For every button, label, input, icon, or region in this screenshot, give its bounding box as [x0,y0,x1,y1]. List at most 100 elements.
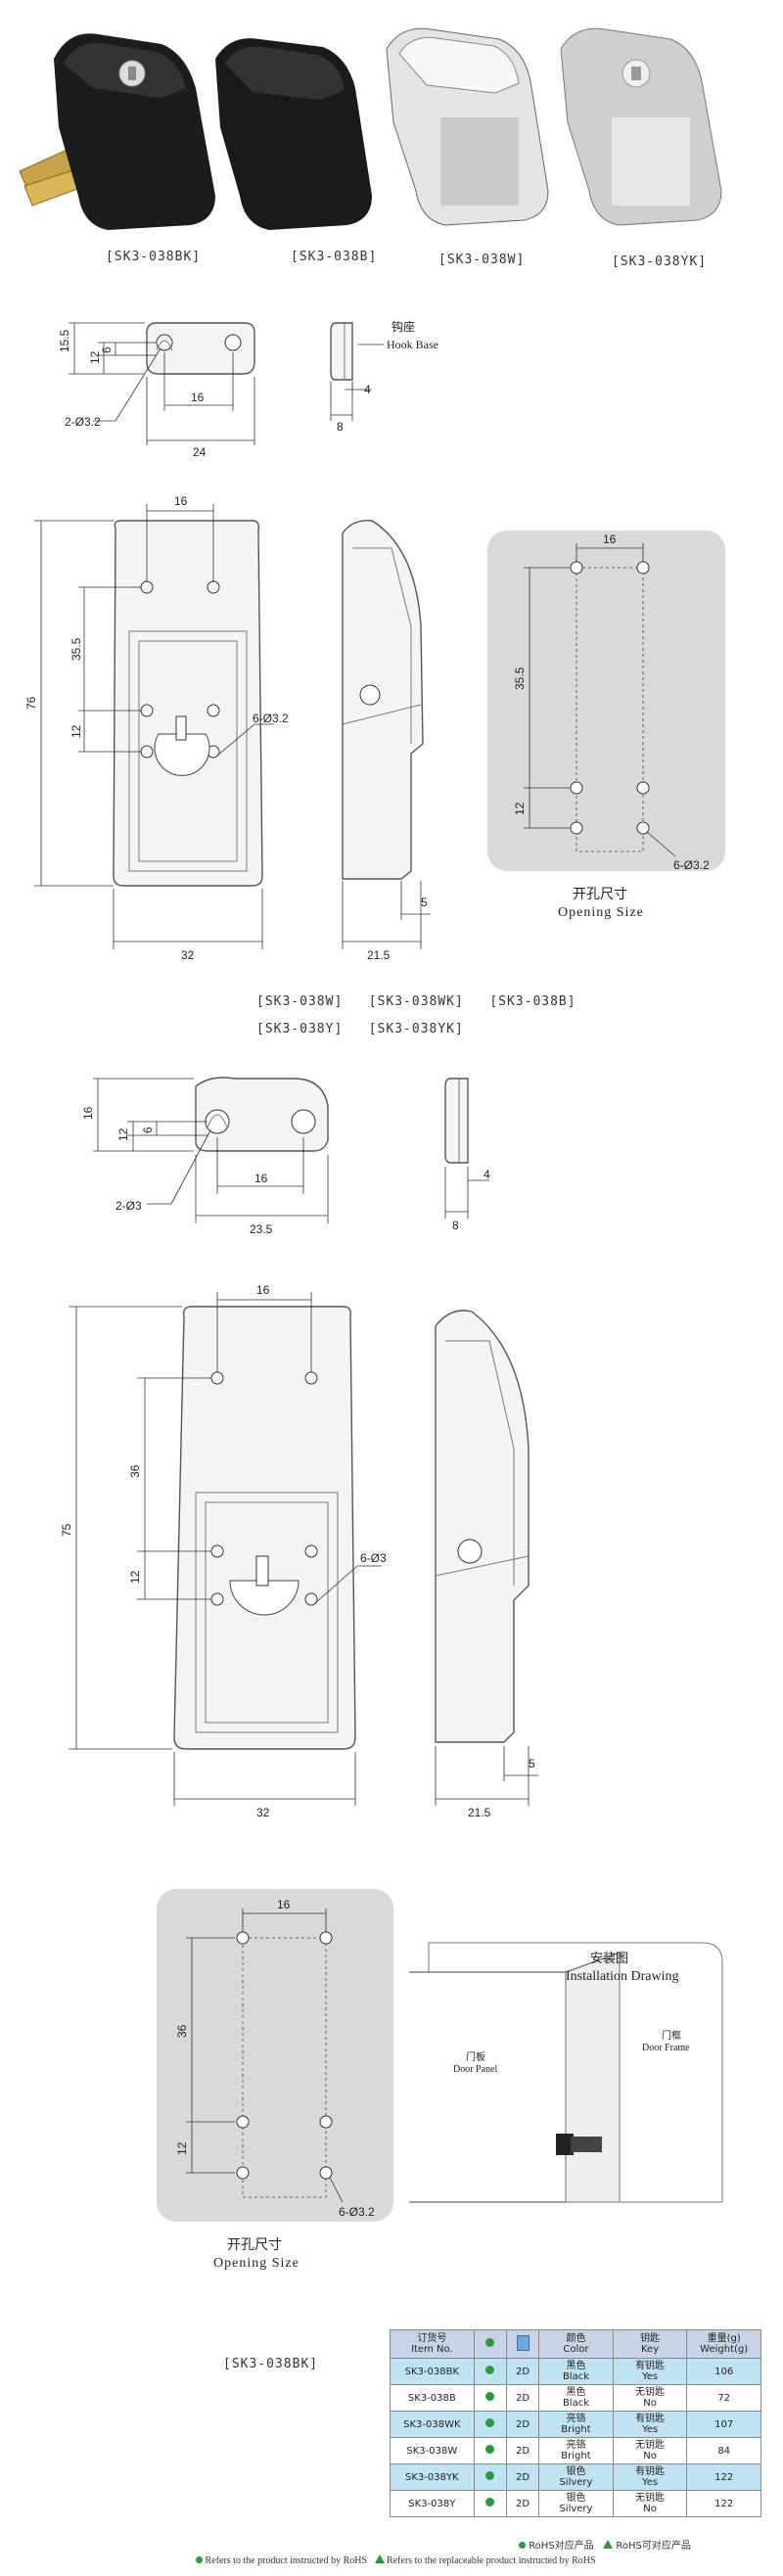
rohs-dot-icon [519,2542,526,2549]
rohs-dot-icon [485,2366,495,2374]
dim-76: 76 [24,696,38,710]
cell-item: SK3-038WK [390,2411,475,2438]
product-photo-silver-key [560,27,722,226]
door-panel-cn: 门板 [466,2050,485,2063]
dim-16: 16 [191,391,205,404]
dim-75: 75 [60,1523,73,1537]
opening-dim-12: 12 [513,802,527,815]
dim-holes: 2-Ø3 [115,1199,142,1213]
cell-item: SK3-038W [390,2437,475,2464]
dim-holes: 2-Ø3.2 [65,415,101,429]
cell-2d[interactable]: 2D [505,2411,540,2438]
opening-dim-16: 16 [603,532,617,546]
rohs-icon [485,2338,495,2347]
cell-2d[interactable]: 2D [505,2463,540,2491]
dim-12: 12 [69,724,83,738]
dim-36: 36 [128,1464,142,1478]
opening-size-label-cn: 开孔尺寸 [227,2237,282,2253]
cell-rohs [473,2463,507,2491]
opening-size-label-en: Opening Size [213,2256,299,2271]
cell-2d[interactable]: 2D [505,2490,540,2517]
opening-dim-16: 16 [277,1898,291,1911]
opening-size-label-cn: 开孔尺寸 [573,887,627,902]
hook-base-drawing-2: 16 12 6 16 23.5 2-Ø3 4 8 [81,1077,490,1236]
rohs-dot-icon [485,2498,495,2507]
dim-5: 5 [421,896,428,909]
opening-size-panel [487,530,725,871]
rohs-dot-icon [485,2471,495,2480]
cell-2d[interactable]: 2D [505,2384,540,2412]
cell-2d[interactable]: 2D [505,2358,540,2385]
header-weight: 重量(g)Weight(g) [686,2329,761,2359]
rohs-dot-icon [196,2556,203,2563]
dim-16: 16 [256,1283,270,1297]
dim-12: 12 [128,1570,142,1584]
variant-codes-line-1: [SK3-038W] [SK3-038WK] [SK3-038B] [256,994,576,1009]
installation-title-cn: 安装图 [590,1952,628,1966]
document-icon [516,2334,530,2351]
product-photo-black [215,38,372,230]
product-photo-row: [SK3-038BK] [SK3-038B] [SK3-038W] [SK3-0… [0,0,783,284]
legend-rohs-cn: RoHS对应产品 [529,2541,594,2552]
cell-2d[interactable]: 2D [505,2437,540,2464]
cell-weight: 107 [686,2411,761,2438]
variant-codes-line-2: [SK3-038Y] [SK3-038YK] [256,1022,464,1036]
cell-weight: 122 [686,2463,761,2491]
dim-16: 16 [174,494,188,508]
header-rohs [473,2329,507,2359]
cell-rohs [473,2358,507,2385]
hasp-drawing-2: 16 75 36 12 6-Ø3 32 21.5 5 [60,1283,538,1819]
dim-8: 8 [452,1219,459,1232]
dim-24: 24 [193,445,207,459]
door-frame-cn: 门框 [662,2029,681,2042]
dim-4: 4 [364,383,371,396]
cell-rohs [473,2490,507,2517]
dim-15-5: 15.5 [58,329,71,352]
replaceable-triangle-icon [603,2540,614,2549]
cell-item: SK3-038YK [390,2463,475,2491]
cell-rohs [473,2384,507,2412]
rohs-dot-icon [485,2445,495,2454]
product-code-3: [SK3-038W] [438,253,526,267]
opening-size-drawing-2: 16 36 12 6-Ø3.2 开孔尺寸 Opening Size [157,1889,393,2271]
door-panel-en: Door Panel [453,2064,497,2075]
dim-23-5: 23.5 [250,1222,273,1236]
dim-holes: 6-Ø3.2 [253,712,289,725]
dim-16-w: 16 [254,1172,268,1185]
cell-weight: 84 [686,2437,761,2464]
installation-drawing: 安装图 Installation Drawing 门板 Door Panel 门… [409,1942,723,2203]
legend-replace-cn: RoHS可对应产品 [616,2541,691,2552]
rohs-dot-icon [485,2392,495,2401]
hook-base-label-cn: 钩座 [392,319,415,334]
cell-item: SK3-038B [390,2384,475,2412]
header-2d [505,2329,540,2359]
door-frame-en: Door Frame [642,2043,690,2053]
cell-rohs [473,2411,507,2438]
dim-21-5: 21.5 [367,948,391,962]
replaceable-triangle-icon [374,2554,385,2563]
opening-dim-35-5: 35.5 [513,667,527,690]
dim-5: 5 [529,1757,535,1771]
hasp-drawing-1: 16 76 35.5 12 6-Ø3.2 32 21.5 5 16 35.5 1… [24,494,725,962]
cell-weight: 122 [686,2490,761,2517]
cell-weight: 106 [686,2358,761,2385]
hook-base-label-en: Hook Base [387,338,438,351]
opening-dim-holes: 6-Ø3.2 [673,858,710,872]
cell-item: SK3-038BK [390,2358,475,2385]
